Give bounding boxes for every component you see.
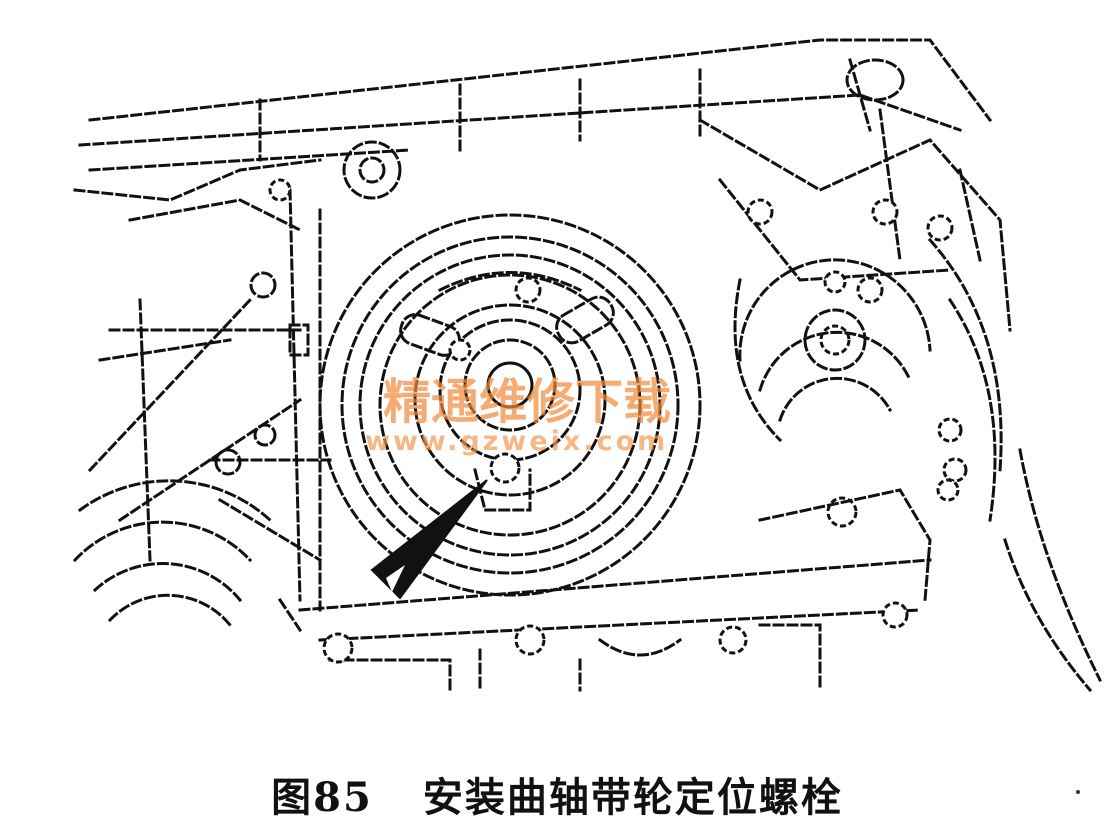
left-housing [73,140,402,612]
figure-title: 安装曲轴带轮定位螺栓 [422,774,843,821]
figure-number: 图85 [271,774,373,821]
stray-dot [1076,790,1080,794]
crankshaft-pulley [318,213,702,597]
lower-left-pulley [72,479,273,628]
watermark-url: www.gzweix.com [365,426,668,457]
right-housing [697,108,1103,693]
indicator-arrow [370,479,488,600]
figure-caption: 图85 安装曲轴带轮定位螺栓 [0,765,1114,823]
lower-cover [277,558,932,692]
watermark: 精通维修下载 www.gzweix.com [365,374,671,457]
upper-cover-outline [78,38,993,172]
watermark-name: 精通维修下载 [383,374,671,430]
